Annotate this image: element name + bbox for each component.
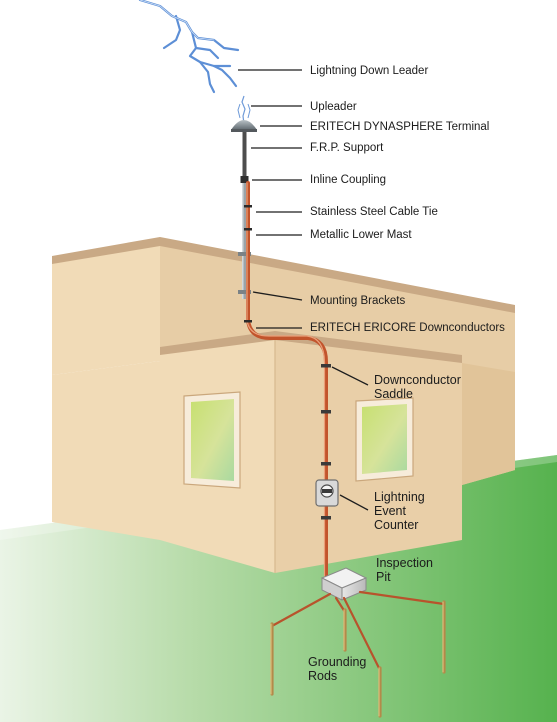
label-lightning-down-leader: Lightning Down Leader <box>310 65 428 77</box>
saddle-2 <box>321 410 331 414</box>
label-counter-line2: Event <box>374 504 406 518</box>
window-right <box>355 397 414 482</box>
label-mounting-brackets: Mounting Brackets <box>310 295 405 307</box>
downconductor-cable <box>244 181 331 578</box>
saddle-4 <box>321 516 331 520</box>
window-left <box>183 391 241 489</box>
mast <box>231 120 257 299</box>
label-inline-coupling: Inline Coupling <box>310 174 386 186</box>
saddle-3 <box>321 462 331 466</box>
label-lower-mast: Metallic Lower Mast <box>310 229 412 241</box>
labels: Lightning Down Leader Upleader ERITECH D… <box>308 65 505 683</box>
label-pit-line1: Inspection <box>376 556 433 570</box>
label-upleader: Upleader <box>310 101 357 113</box>
label-cable-tie: Stainless Steel Cable Tie <box>310 206 438 218</box>
label-rods-line2: Rods <box>308 669 337 683</box>
inline-coupling-part <box>240 176 249 183</box>
label-rods-line1: Grounding <box>308 655 366 669</box>
label-downconductors: ERITECH ERICORE Downconductors <box>310 322 505 334</box>
label-frp-support: F.R.P. Support <box>310 142 384 154</box>
dynasphere-terminal <box>231 120 257 130</box>
front-roof-edge <box>160 331 462 363</box>
inspection-pit-box <box>320 567 368 601</box>
label-saddle-line1: Downconductor <box>374 373 461 387</box>
leader-lines <box>238 69 369 511</box>
metallic-lower-mast-part <box>242 183 247 299</box>
label-terminal: ERITECH DYNASPHERE Terminal <box>310 121 489 133</box>
lightning-down-leader-bolt <box>138 0 240 94</box>
label-pit-line2: Pit <box>376 570 391 584</box>
frp-support-rod <box>242 132 247 180</box>
label-counter-line3: Counter <box>374 518 418 532</box>
building <box>52 237 515 573</box>
upleader-streamer <box>237 95 251 125</box>
mounting-bracket-upper <box>238 252 251 256</box>
rear-block-lower-front <box>52 361 160 540</box>
rear-block-front-wall <box>52 245 160 375</box>
lightning-event-counter-device <box>315 479 339 507</box>
label-saddle-line2: Saddle <box>374 387 413 401</box>
label-counter-line1: Lightning <box>374 490 425 504</box>
mounting-bracket-lower <box>238 290 251 294</box>
grounding-system <box>270 590 446 718</box>
saddle-1 <box>321 364 331 368</box>
